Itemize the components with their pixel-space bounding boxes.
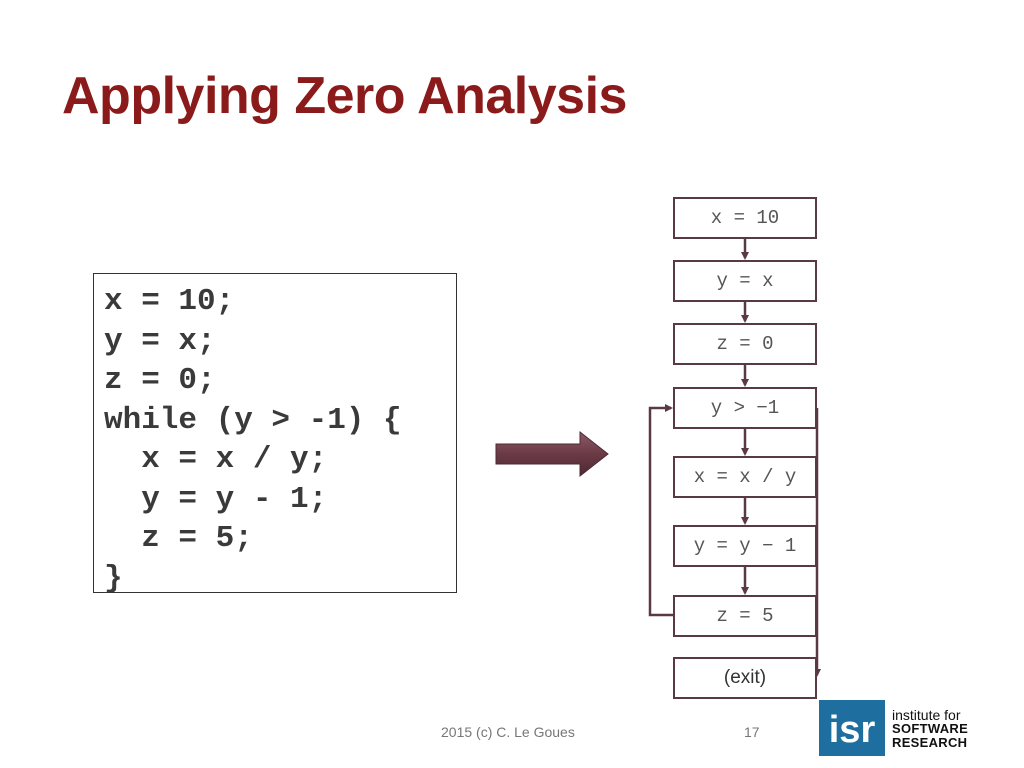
flow-node-assign-z: z = 0 bbox=[673, 323, 817, 365]
flow-node-condition: y > −1 bbox=[673, 387, 817, 429]
right-arrow-icon bbox=[495, 430, 609, 478]
isr-logo: isr institute for SOFTWARE RESEARCH bbox=[819, 700, 979, 756]
isr-logo-mark-text: isr bbox=[829, 709, 876, 751]
flow-node-divide: x = x / y bbox=[673, 456, 817, 498]
flow-node-decrement: y = y − 1 bbox=[673, 525, 817, 567]
code-line: z = 0; bbox=[104, 363, 216, 398]
loop-back-edge bbox=[648, 404, 673, 617]
code-line: } bbox=[104, 560, 123, 596]
isr-logo-text: institute for SOFTWARE RESEARCH bbox=[892, 708, 968, 750]
isr-logo-mark: isr bbox=[819, 700, 885, 756]
logo-line-3: RESEARCH bbox=[892, 735, 968, 750]
code-line: x = 10; bbox=[104, 284, 235, 319]
logo-line-1: institute for bbox=[892, 707, 961, 723]
page-number: 17 bbox=[744, 724, 760, 740]
footer-credit: 2015 (c) C. Le Goues bbox=[441, 724, 575, 740]
flow-node-assign-x: x = 10 bbox=[673, 197, 817, 239]
flow-node-assign-z5: z = 5 bbox=[673, 595, 817, 637]
code-line: y = x; bbox=[104, 323, 216, 359]
code-line: x = x / y; bbox=[104, 442, 328, 477]
code-block: x = 10; y = x; z = 0; while (y > -1) { x… bbox=[93, 273, 457, 596]
flow-node-assign-y: y = x bbox=[673, 260, 817, 302]
slide-title: Applying Zero Analysis bbox=[62, 67, 627, 125]
logo-line-2: SOFTWARE bbox=[892, 721, 969, 736]
code-line: y = y - 1; bbox=[104, 481, 328, 517]
code-line: while (y > -1) { bbox=[104, 402, 402, 438]
flow-node-exit: (exit) bbox=[673, 657, 817, 699]
code-line: z = 5; bbox=[104, 521, 253, 556]
